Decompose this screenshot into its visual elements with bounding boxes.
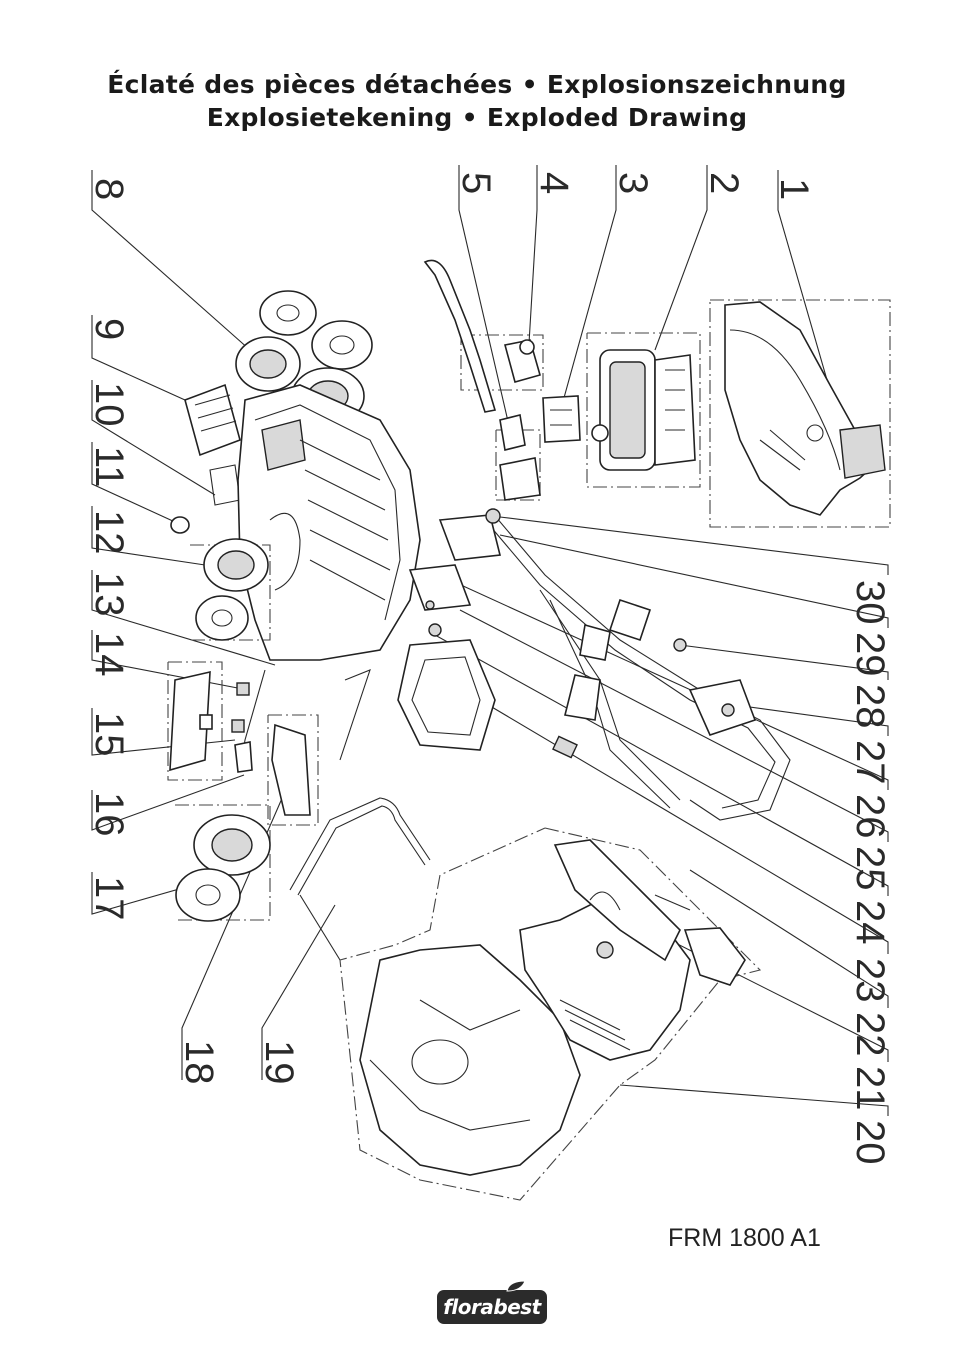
callout-5: 5: [454, 172, 498, 194]
brand-logo-text: florabest: [443, 1295, 541, 1319]
part-mower-deck: [237, 384, 421, 661]
title-line-1: Éclaté des pièces détachées • Explosions…: [107, 70, 847, 99]
callout-18: 18: [177, 1040, 221, 1085]
callout-26: 26: [848, 794, 892, 839]
part-axle-bracket: [167, 661, 266, 781]
brand-logo: florabest: [437, 1290, 547, 1324]
callout-23: 23: [848, 958, 892, 1003]
callout-3: 3: [611, 172, 655, 194]
part-motor: [586, 332, 701, 488]
callouts-top: 8 5 4 3 2 1: [87, 172, 816, 200]
callout-29: 29: [848, 632, 892, 677]
callouts-left: 9 10 11 12 13 14 15 16 17: [87, 318, 131, 921]
part-wheels-rear: [190, 538, 271, 641]
part-wheels-bottom: [175, 804, 271, 922]
leaf-icon: [506, 1280, 526, 1292]
leader-lines-right: [434, 516, 889, 1116]
part-strain-relief: [542, 395, 581, 443]
callout-22: 22: [848, 1012, 892, 1057]
model-number: FRM 1800 A1: [668, 1224, 821, 1252]
part-switch-box: [423, 259, 544, 501]
part-hardware: [408, 508, 501, 637]
callout-12: 12: [87, 510, 131, 555]
callout-19: 19: [257, 1040, 301, 1085]
title-line-2: Explosietekening • Exploded Drawing: [206, 103, 748, 132]
callout-9: 9: [87, 318, 131, 340]
part-side-flap: [267, 714, 319, 826]
part-cap: [170, 516, 190, 534]
callout-25: 25: [848, 846, 892, 891]
callout-14: 14: [87, 632, 131, 677]
callout-10: 10: [87, 382, 131, 427]
part-basket-lid: [397, 639, 496, 751]
callouts-right: 30 29 28 27 26 25 24 23 22 21 20: [848, 580, 892, 1165]
callouts-bottom: 18 19: [177, 1040, 301, 1085]
callout-20: 20: [848, 1120, 892, 1165]
part-wire-bracket: [289, 669, 431, 961]
part-rear-grille: [184, 383, 241, 506]
callout-2: 2: [702, 172, 746, 194]
callout-11: 11: [87, 446, 131, 488]
callout-8: 8: [87, 178, 131, 200]
callout-15: 15: [87, 712, 131, 757]
part-grass-catcher: [339, 827, 762, 1201]
callout-4: 4: [532, 172, 576, 194]
callout-27: 27: [848, 740, 892, 785]
callout-13: 13: [87, 572, 131, 617]
part-motor-cover: [709, 299, 891, 528]
leader-lines-top: [91, 165, 841, 431]
callout-1: 1: [772, 178, 816, 200]
part-handle: [484, 509, 791, 821]
